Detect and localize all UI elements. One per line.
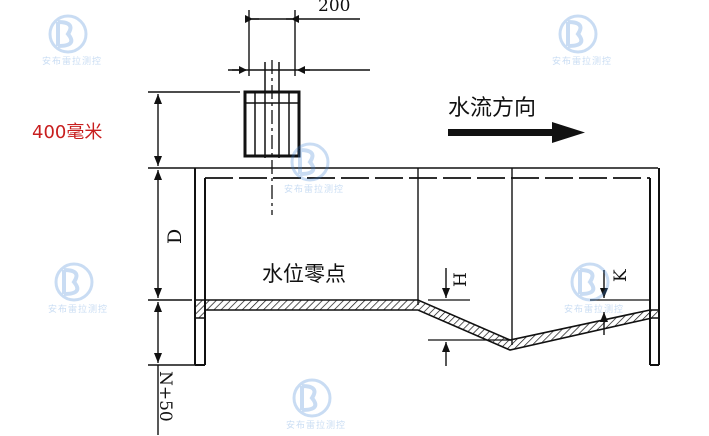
below-label: N+50	[155, 371, 175, 422]
watermark-text: 安布雷拉测控	[552, 57, 613, 67]
watermark-text: 安布雷拉测控	[286, 421, 347, 431]
sensor	[243, 60, 301, 215]
watermark: 安布雷拉测控	[560, 262, 640, 320]
dim-k-lines	[590, 270, 650, 335]
flow-arrow-icon	[448, 122, 585, 143]
dim-n-lines	[148, 302, 204, 435]
watermark: 安布雷拉测控	[44, 262, 124, 320]
watermark-text: 安布雷拉测控	[42, 57, 103, 67]
watermark: 安布雷拉测控	[280, 142, 360, 200]
watermark: 安布雷拉测控	[282, 378, 362, 436]
watermark: 安布雷拉测控	[38, 14, 118, 72]
sensor-width-label: 200	[318, 0, 351, 16]
bb-logo-icon	[48, 14, 88, 54]
sensor-height-label: 400毫米	[32, 122, 103, 143]
dim-d-lines	[148, 170, 192, 301]
watermark: 安布雷拉测控	[548, 14, 628, 72]
flow-direction-label: 水流方向	[448, 96, 537, 121]
watermark-text: 安布雷拉测控	[564, 305, 625, 315]
watermark-text: 安布雷拉测控	[48, 305, 109, 315]
bb-logo-icon	[54, 262, 94, 302]
bb-logo-icon	[570, 262, 610, 302]
dim-400-lines	[148, 91, 240, 166]
dim-200-lines	[228, 10, 370, 76]
dim-h-lines	[428, 268, 512, 366]
throat-depth-label: H	[451, 272, 471, 287]
bb-logo-icon	[290, 142, 330, 182]
water-zero-label: 水位零点	[262, 262, 346, 286]
flume-walls	[194, 168, 660, 366]
depth-label: D	[164, 228, 186, 244]
bb-logo-icon	[292, 378, 332, 418]
watermark-text: 安布雷拉测控	[284, 185, 345, 195]
bb-logo-icon	[558, 14, 598, 54]
